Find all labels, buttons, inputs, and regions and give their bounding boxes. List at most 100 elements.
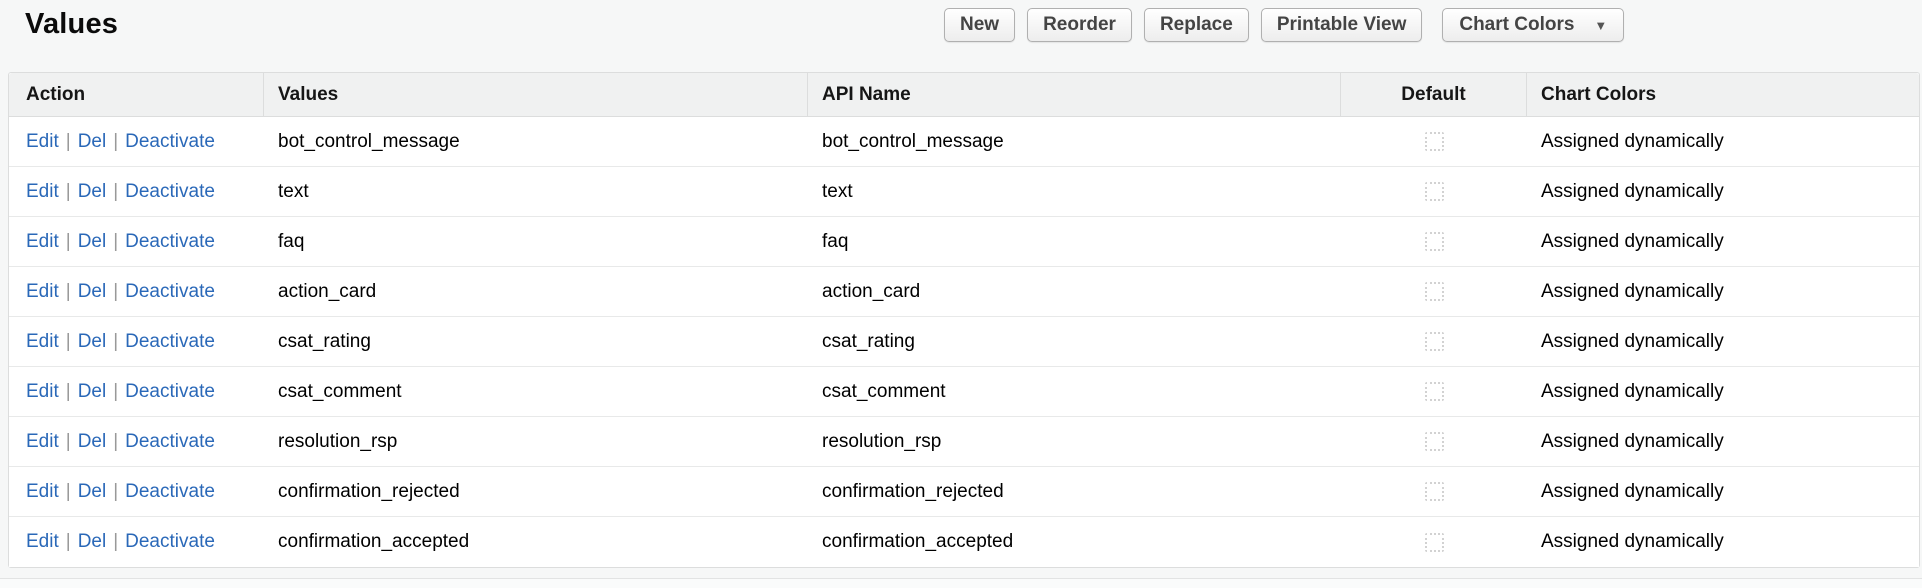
default-checkbox <box>1424 432 1444 451</box>
action-separator: | <box>65 180 71 202</box>
action-separator: | <box>65 430 71 452</box>
chart-colors-cell: Assigned dynamically <box>1541 531 1724 552</box>
chart-colors-cell: Assigned dynamically <box>1541 330 1724 352</box>
column-header-chart-colors: Chart Colors <box>1541 83 1657 105</box>
chart-colors-cell: Assigned dynamically <box>1541 230 1724 252</box>
action-cell: Edit | Del | Deactivate <box>9 117 264 166</box>
default-checkbox <box>1424 282 1444 301</box>
default-cell <box>1341 117 1527 166</box>
deactivate-link[interactable]: Deactivate <box>125 280 215 302</box>
edit-link[interactable]: Edit <box>26 430 59 452</box>
edit-link[interactable]: Edit <box>26 531 59 552</box>
api-name-cell: faq <box>822 230 849 252</box>
action-cell: Edit | Del | Deactivate <box>9 517 264 567</box>
table-row: Edit | Del | Deactivate csat_rating csat… <box>9 317 1919 367</box>
page-header: Values New Reorder Replace Printable Vie… <box>0 0 1922 72</box>
chart-colors-dropdown-label: Chart Colors <box>1459 14 1575 35</box>
table-row: Edit | Del | Deactivate text text Assign… <box>9 167 1919 217</box>
edit-link[interactable]: Edit <box>26 380 59 402</box>
del-link[interactable]: Del <box>77 531 107 552</box>
section-divider <box>0 578 1922 588</box>
action-cell: Edit | Del | Deactivate <box>9 417 264 466</box>
del-link[interactable]: Del <box>77 280 107 302</box>
action-cell: Edit | Del | Deactivate <box>9 467 264 516</box>
del-link[interactable]: Del <box>77 180 107 202</box>
default-cell <box>1341 317 1527 366</box>
deactivate-link[interactable]: Deactivate <box>125 531 215 552</box>
default-checkbox <box>1424 232 1444 251</box>
deactivate-link[interactable]: Deactivate <box>125 130 215 152</box>
action-separator: | <box>65 280 71 302</box>
chart-colors-cell: Assigned dynamically <box>1541 380 1724 402</box>
api-name-cell: bot_control_message <box>822 130 1004 152</box>
api-name-cell: action_card <box>822 280 921 302</box>
default-checkbox <box>1424 382 1444 401</box>
chart-colors-cell: Assigned dynamically <box>1541 480 1724 502</box>
del-link[interactable]: Del <box>77 330 107 352</box>
action-separator: | <box>113 480 119 502</box>
edit-link[interactable]: Edit <box>26 130 59 152</box>
reorder-button[interactable]: Reorder <box>1027 8 1132 42</box>
default-checkbox <box>1424 482 1444 501</box>
chart-colors-dropdown-button[interactable]: Chart Colors ▼ <box>1442 8 1625 42</box>
value-cell: action_card <box>278 280 377 302</box>
chart-colors-cell: Assigned dynamically <box>1541 180 1724 202</box>
table-row: Edit | Del | Deactivate resolution_rsp r… <box>9 417 1919 467</box>
column-header-api-name: API Name <box>808 73 1341 116</box>
caret-down-icon: ▼ <box>1594 17 1608 33</box>
del-link[interactable]: Del <box>77 480 107 502</box>
default-cell <box>1341 367 1527 416</box>
deactivate-link[interactable]: Deactivate <box>125 380 215 402</box>
value-cell: confirmation_accepted <box>278 531 470 552</box>
del-link[interactable]: Del <box>77 380 107 402</box>
table-row: Edit | Del | Deactivate csat_comment csa… <box>9 367 1919 417</box>
table-row: Edit | Del | Deactivate action_card acti… <box>9 267 1919 317</box>
replace-button[interactable]: Replace <box>1143 8 1249 42</box>
new-button[interactable]: New <box>944 8 1016 42</box>
edit-link[interactable]: Edit <box>26 230 59 252</box>
toolbar: New Reorder Replace Printable View Chart… <box>944 8 1636 42</box>
default-cell <box>1341 417 1527 466</box>
del-link[interactable]: Del <box>77 430 107 452</box>
action-separator: | <box>65 480 71 502</box>
column-header-default: Default <box>1341 73 1527 116</box>
action-cell: Edit | Del | Deactivate <box>9 267 264 316</box>
table-row: Edit | Del | Deactivate faq faq Assigned… <box>9 217 1919 267</box>
deactivate-link[interactable]: Deactivate <box>125 330 215 352</box>
value-cell: confirmation_rejected <box>278 480 460 502</box>
table-row: Edit | Del | Deactivate bot_control_mess… <box>9 117 1919 167</box>
deactivate-link[interactable]: Deactivate <box>125 480 215 502</box>
action-separator: | <box>113 180 119 202</box>
chart-colors-cell: Assigned dynamically <box>1541 430 1724 452</box>
action-separator: | <box>113 130 119 152</box>
action-separator: | <box>65 130 71 152</box>
table-row: Edit | Del | Deactivate confirmation_acc… <box>9 517 1919 567</box>
default-checkbox <box>1424 532 1444 552</box>
default-cell <box>1341 467 1527 516</box>
edit-link[interactable]: Edit <box>26 480 59 502</box>
deactivate-link[interactable]: Deactivate <box>125 180 215 202</box>
value-cell: csat_rating <box>278 330 371 352</box>
action-separator: | <box>65 330 71 352</box>
del-link[interactable]: Del <box>77 130 107 152</box>
api-name-cell: resolution_rsp <box>822 430 942 452</box>
printable-view-button[interactable]: Printable View <box>1260 8 1423 42</box>
value-cell: text <box>278 180 309 202</box>
edit-link[interactable]: Edit <box>26 180 59 202</box>
chart-colors-cell: Assigned dynamically <box>1541 130 1724 152</box>
value-cell: faq <box>278 230 305 252</box>
value-cell: bot_control_message <box>278 130 460 152</box>
edit-link[interactable]: Edit <box>26 330 59 352</box>
action-separator: | <box>113 430 119 452</box>
deactivate-link[interactable]: Deactivate <box>125 230 215 252</box>
default-checkbox <box>1424 132 1444 151</box>
del-link[interactable]: Del <box>77 230 107 252</box>
default-cell <box>1341 167 1527 216</box>
deactivate-link[interactable]: Deactivate <box>125 430 215 452</box>
table-header-row: Action Values API Name Default Chart Col… <box>9 73 1919 117</box>
value-cell: csat_comment <box>278 380 402 402</box>
default-cell <box>1341 217 1527 266</box>
edit-link[interactable]: Edit <box>26 280 59 302</box>
action-separator: | <box>65 380 71 402</box>
page-title: Values <box>25 8 119 40</box>
